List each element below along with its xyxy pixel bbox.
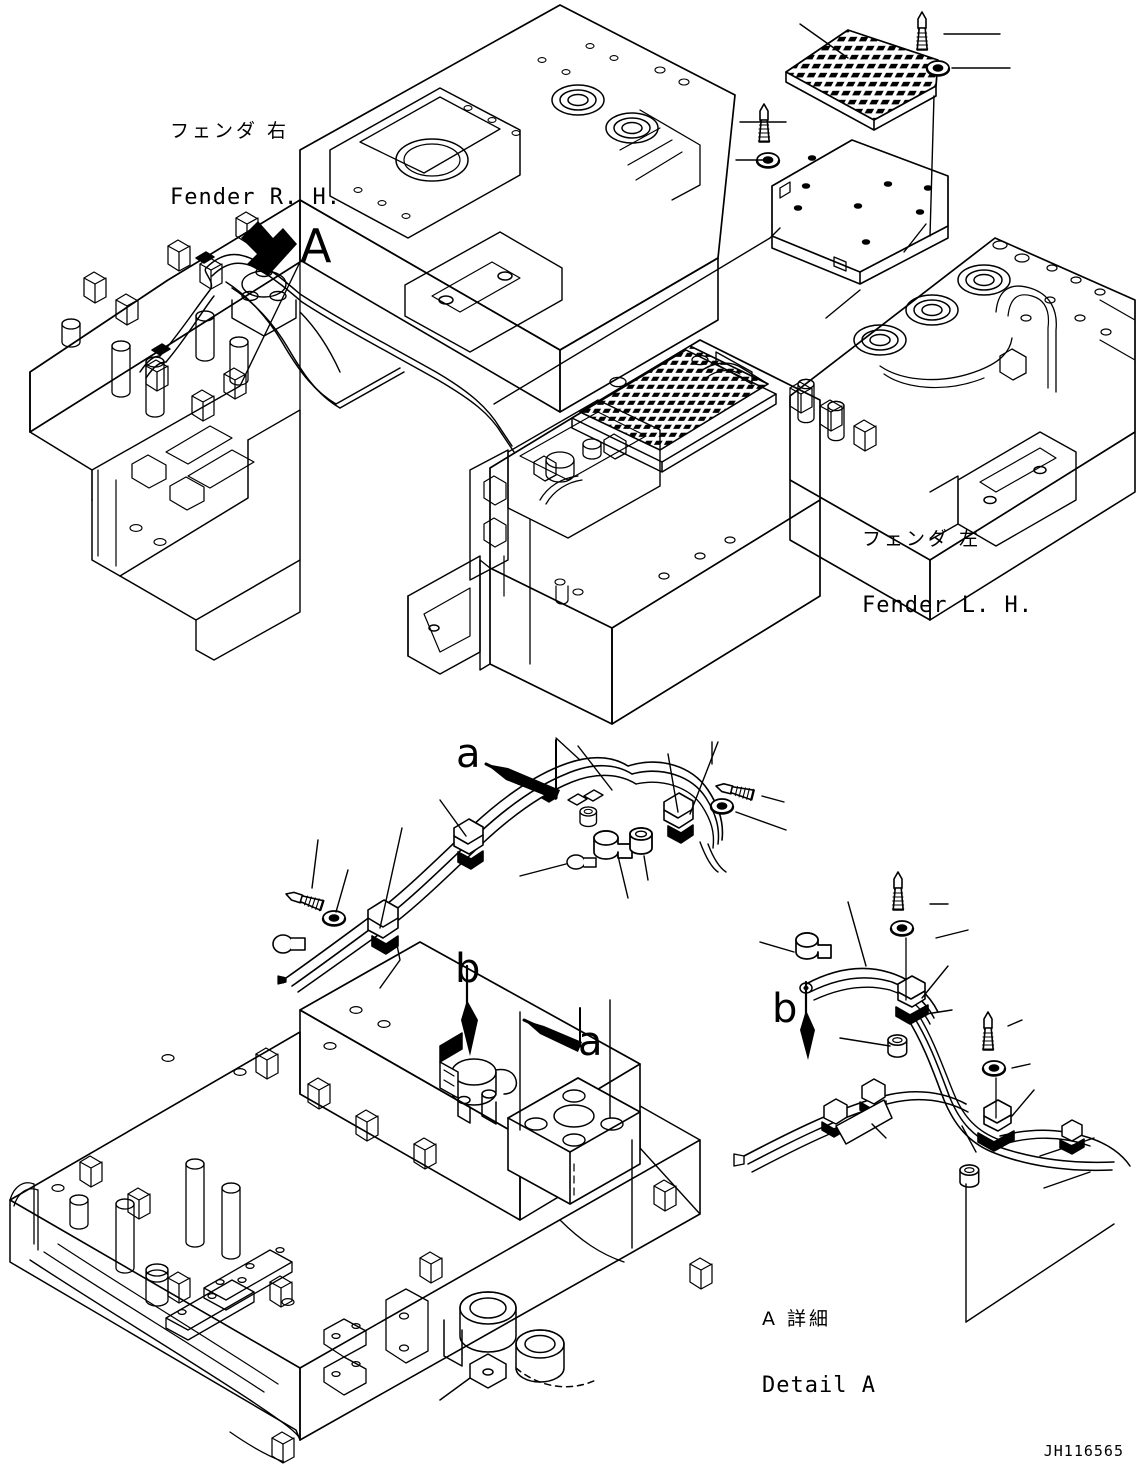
callout-detail-b-left: b: [455, 946, 481, 992]
solid-arrow-down-icon-right: [800, 1010, 815, 1060]
label-detail-a: A 詳細 Detail A: [762, 1266, 876, 1441]
label-fender-left-en: Fender L. H.: [862, 593, 1033, 619]
label-fender-right-en: Fender R. H.: [170, 185, 341, 211]
fender-frame-right: [29, 4, 736, 661]
drawing-number: JH116565: [1043, 1442, 1124, 1460]
label-detail-a-jp: A 詳細: [762, 1307, 832, 1330]
leader-lines-detail-right: [759, 901, 1115, 1323]
solid-arrow-down-icon-left: [461, 1000, 478, 1056]
exploded-grating-plate: [785, 29, 939, 131]
label-fender-right: フェンダ 右 Fender R. H.: [170, 78, 341, 253]
callout-section-a: A: [300, 219, 332, 273]
callout-detail-a-lower: a: [578, 1019, 603, 1065]
callout-detail-b-right: b: [772, 986, 798, 1032]
hose-bundle-left: [272, 756, 756, 993]
solid-arrow-down-left-icon: [241, 221, 297, 276]
leader-lines-top: [493, 23, 1011, 405]
label-fender-left-jp: フェンダ 左: [862, 527, 982, 550]
exploded-cover-plate: [771, 139, 949, 285]
label-fender-left: フェンダ 左 Fender L. H.: [862, 486, 1033, 661]
chassis-deck: [9, 941, 713, 1464]
callout-detail-a-upper: a: [456, 731, 481, 777]
label-detail-a-en: Detail A: [762, 1373, 876, 1399]
machine-body-center: [407, 339, 821, 725]
fender-frame-left: [789, 237, 1136, 621]
label-fender-right-jp: フェンダ 右: [170, 119, 290, 142]
leader-lines-detail-left: [311, 741, 787, 989]
